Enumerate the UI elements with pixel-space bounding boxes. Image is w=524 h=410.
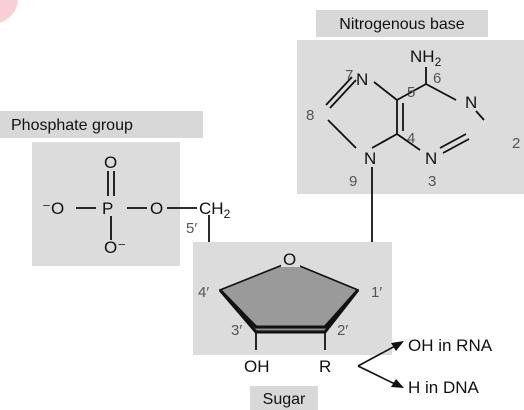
h-in-dna-label: H in DNA bbox=[408, 378, 480, 397]
base-c8-number: 8 bbox=[306, 107, 314, 124]
base-n9-number: 9 bbox=[349, 173, 357, 190]
arrow-head-dna bbox=[391, 379, 404, 388]
nitrogenous-base-box bbox=[297, 40, 524, 194]
sugar-r: R bbox=[319, 357, 331, 376]
corner-accent bbox=[0, 0, 18, 23]
phosphate-group-box bbox=[32, 142, 180, 266]
sugar-ring-o-bg bbox=[281, 249, 300, 267]
phosphate-p: P bbox=[102, 199, 113, 218]
phosphate-o-right: O bbox=[150, 199, 163, 218]
base-n3-number: 3 bbox=[428, 173, 436, 190]
phosphate-ch2: CH2 bbox=[199, 199, 231, 221]
sugar-c3-number: 3′ bbox=[231, 322, 242, 339]
phosphate-o-top: O bbox=[104, 153, 117, 172]
sugar-bonds bbox=[255, 332, 326, 350]
base-n7: N bbox=[356, 70, 368, 89]
base-nh2: NH2 bbox=[410, 47, 442, 69]
sugar-ring-o: O bbox=[283, 250, 296, 269]
phosphate-o-bottom: O⁻ bbox=[104, 238, 126, 257]
sugar-label-bg bbox=[250, 386, 318, 410]
base-n7-number: 7 bbox=[345, 67, 353, 84]
base-c4-number: 4 bbox=[407, 130, 415, 147]
base-bonds bbox=[325, 67, 485, 290]
phosphate-c5-number: 5′ bbox=[186, 220, 197, 237]
base-c2-number: 2 bbox=[512, 135, 520, 152]
sugar-oh: OH bbox=[244, 357, 270, 376]
nitrogenous-base-label-bg bbox=[316, 10, 488, 37]
base-n9: N bbox=[364, 149, 376, 168]
phosphate-o-left: ⁻O bbox=[42, 199, 64, 218]
phosphate-group-label-bg bbox=[0, 111, 203, 138]
base-n3: N bbox=[425, 149, 437, 168]
sugar-c1-number: 1′ bbox=[371, 284, 382, 301]
base-c6-number: 6 bbox=[433, 70, 441, 87]
oh-in-rna-label: OH in RNA bbox=[408, 336, 493, 355]
arrow-head-rna bbox=[391, 341, 404, 351]
base-n1: N bbox=[465, 93, 477, 112]
nitrogenous-base-label: Nitrogenous base bbox=[339, 16, 465, 33]
sugar-c2-number: 2′ bbox=[337, 322, 348, 339]
phosphate-group-label: Phosphate group bbox=[11, 117, 133, 134]
sugar-label: Sugar bbox=[263, 391, 306, 408]
sugar-c4-number: 4′ bbox=[198, 284, 209, 301]
r-arrows bbox=[357, 344, 398, 386]
base-c5-number: 5 bbox=[407, 84, 415, 101]
